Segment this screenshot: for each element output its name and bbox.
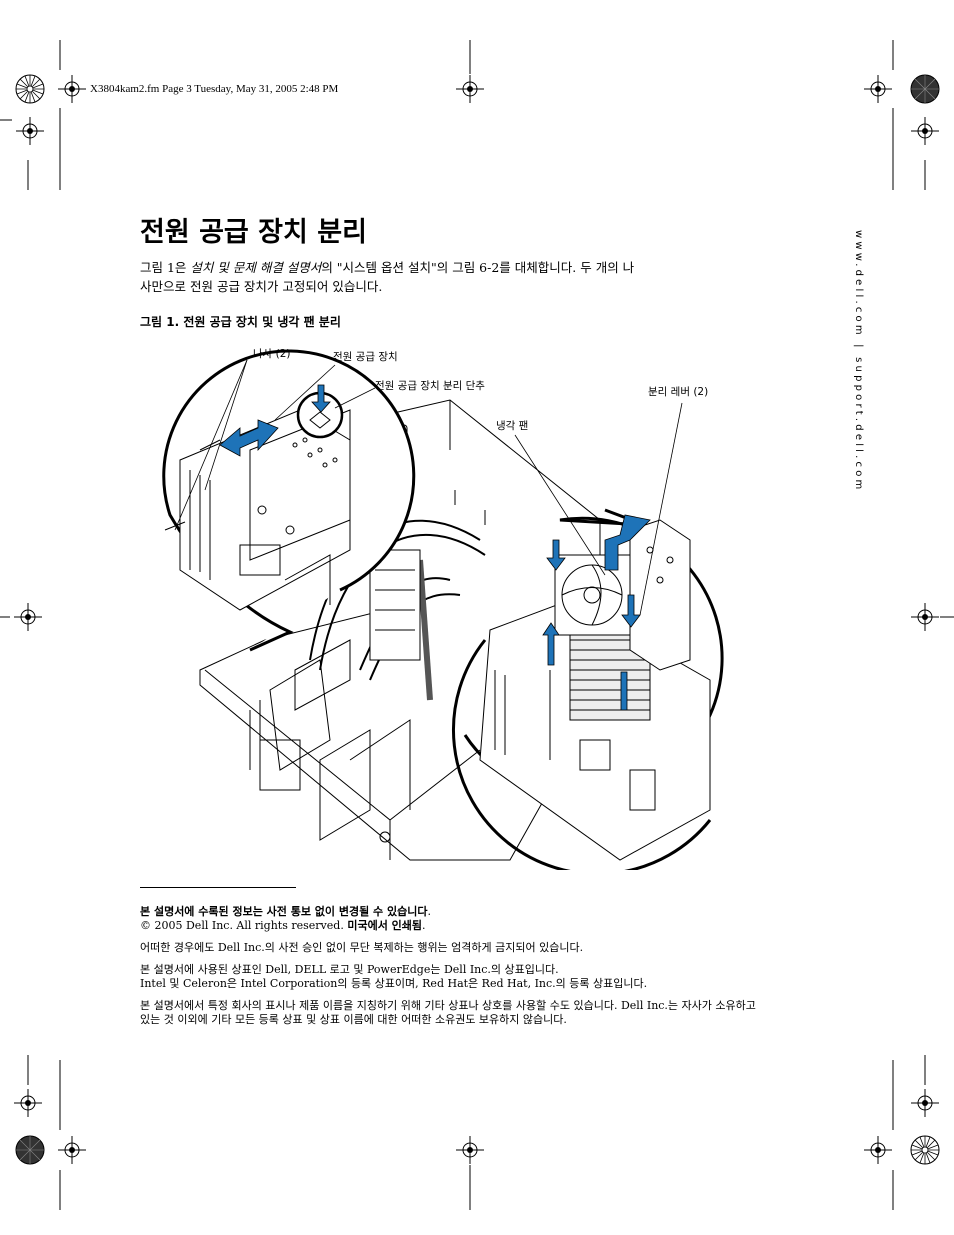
intro-line2: 사만으로 전원 공급 장치가 고정되어 있습니다. — [140, 279, 383, 294]
notice-bold: 본 설명서에 수록된 정보는 사전 통보 없이 변경될 수 있습니다 — [140, 905, 428, 918]
callout-psu: 전원 공급 장치 — [333, 351, 398, 363]
copyright-prefix: © 2005 Dell Inc. All rights reserved. — [140, 919, 348, 932]
intro-prefix: 그림 1은 — [140, 260, 191, 275]
psu-removal-illustration — [162, 349, 724, 870]
page-header: X3804kam2.fm Page 3 Tuesday, May 31, 200… — [90, 83, 339, 95]
sidebar-url: www.dell.com | support.dell.com — [850, 230, 870, 492]
copyright-end: . — [422, 919, 426, 932]
notice-paragraph: 본 설명서에 수록된 정보는 사전 통보 없이 변경될 수 있습니다. © 20… — [140, 905, 765, 933]
callout-screws: 나사 (2) — [253, 348, 291, 360]
callout-release-button: 전원 공급 장치 분리 단추 — [375, 380, 485, 392]
section-title: 전원 공급 장치 분리 — [140, 217, 367, 248]
callout-cooling-fan: 냉각 팬 — [496, 420, 529, 432]
notice-end: . — [427, 905, 431, 918]
trademark-paragraph: 본 설명서에 사용된 상표인 Dell, DELL 로고 및 PowerEdge… — [140, 963, 765, 991]
reproduction-paragraph: 어떠한 경우에도 Dell Inc.의 사전 승인 없이 무단 복제하는 행위는… — [140, 941, 584, 954]
intro-doc-title: 설치 및 문제 해결 설명서 — [190, 260, 322, 275]
disclaimer-paragraph: 본 설명서에서 특정 회사의 표시나 제품 이름을 지칭하기 위해 기타 상표나… — [140, 999, 756, 1026]
intro-rest: 의 "시스템 옵션 설치"의 그림 6-2를 대체합니다. 두 개의 나 — [321, 260, 635, 275]
intro-paragraph: 그림 1은 설치 및 문제 해결 설명서의 "시스템 옵션 설치"의 그림 6-… — [140, 258, 760, 296]
legal-notes: 본 설명서에 수록된 정보는 사전 통보 없이 변경될 수 있습니다. © 20… — [140, 905, 765, 1035]
copyright-bold: 미국에서 인쇄됨 — [347, 919, 422, 932]
trademark-line1: 본 설명서에 사용된 상표인 Dell, DELL 로고 및 PowerEdge… — [140, 963, 559, 976]
figure-caption: 그림 1. 전원 공급 장치 및 냉각 팬 분리 — [140, 315, 341, 329]
trademark-line2: Intel 및 Celeron은 Intel Corporation의 등록 상… — [140, 977, 648, 990]
sidebar-url-text: www.dell.com | support.dell.com — [853, 230, 864, 493]
callout-release-lever: 분리 레버 (2) — [648, 386, 709, 398]
footnote-rule — [140, 887, 296, 888]
